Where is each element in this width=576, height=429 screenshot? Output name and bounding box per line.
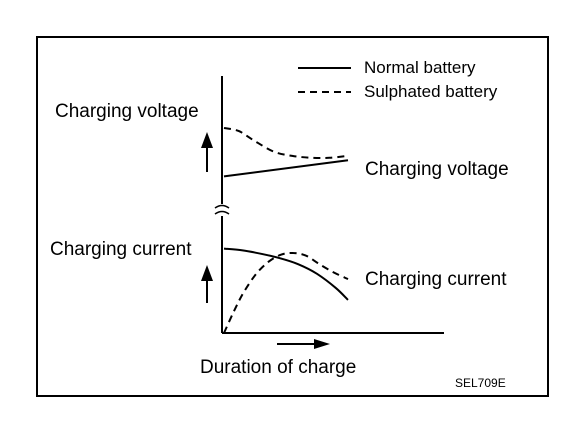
up-arrow-icon — [201, 132, 213, 172]
legend-label-normal: Normal battery — [364, 58, 476, 77]
upper-y-axis-label: Charging voltage — [55, 101, 199, 122]
lower-y-axis-label: Charging current — [50, 239, 192, 260]
current-curve-label: Charging current — [365, 269, 507, 290]
voltage-curve-label: Charging voltage — [365, 159, 509, 180]
series-line-charging-voltage-sulphated-battery — [223, 127, 349, 160]
figure-code: SEL709E — [455, 376, 506, 390]
figure-border — [36, 36, 549, 397]
right-arrow-icon — [277, 339, 330, 349]
series-layer — [223, 127, 349, 334]
series-line-charging-current-normal-battery — [223, 247, 349, 301]
axis-break-mark — [214, 210, 230, 215]
x-axis-label: Duration of charge — [200, 357, 356, 378]
axis-break-mark — [214, 204, 230, 209]
legend-label-sulphated: Sulphated battery — [364, 82, 498, 101]
series-line-charging-current-sulphated-battery — [223, 251, 349, 334]
up-arrow-icon — [201, 265, 213, 303]
series-line-charging-voltage-normal-battery — [223, 159, 349, 178]
